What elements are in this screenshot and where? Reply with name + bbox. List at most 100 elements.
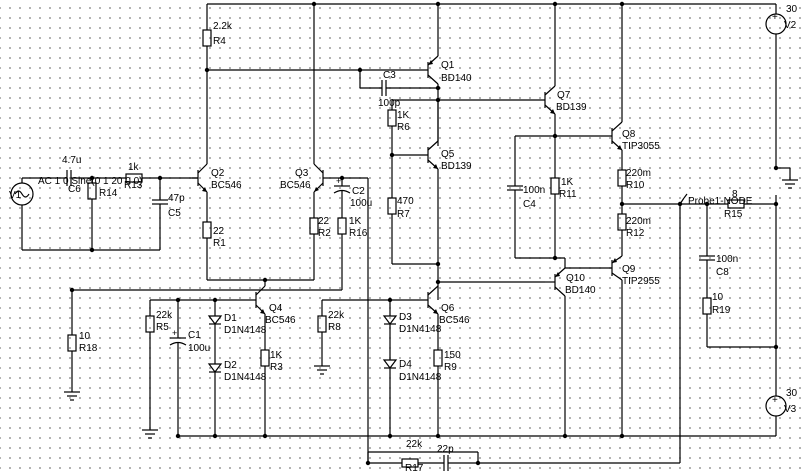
q3-value: BC546 <box>280 180 311 191</box>
diode-d3[interactable]: D3 D1N4148 <box>382 300 442 360</box>
r5-value: 22k <box>156 310 173 321</box>
q3-ref: Q3 <box>295 168 309 179</box>
resistor-r16[interactable]: 1K R16 <box>337 216 368 290</box>
svg-text:+: + <box>772 395 778 406</box>
capacitor-c3[interactable]: C3 100p <box>359 70 441 109</box>
d2-ref: D2 <box>224 360 237 371</box>
diode-d1[interactable]: D1 D1N4148 <box>207 300 267 364</box>
resistor-r13[interactable]: 1k R13 <box>92 162 198 191</box>
resistor-r6[interactable]: 1K R6 <box>387 99 438 155</box>
q2-ref: Q2 <box>211 168 225 179</box>
q10-value: BD140 <box>565 285 596 296</box>
q10-ref: Q10 <box>566 273 585 284</box>
r18-value: 10 <box>79 331 91 342</box>
capacitor-c2[interactable]: + C2 100u <box>333 176 372 218</box>
resistor-r7[interactable]: 470 R7 <box>387 155 438 265</box>
q8-ref: Q8 <box>622 129 636 140</box>
r10-ref: R10 <box>626 180 645 191</box>
r17-value: 22k <box>406 439 423 450</box>
diode-d2[interactable]: D2 D1N4148 <box>207 360 267 436</box>
q6-value: BC546 <box>439 315 470 326</box>
r7-ref: R7 <box>397 209 410 220</box>
q5-ref: Q5 <box>441 149 455 160</box>
q7-ref: Q7 <box>557 90 571 101</box>
q5-value: BD139 <box>441 161 472 172</box>
transistor-q1[interactable]: Q1 BD140 <box>360 1 472 146</box>
r18-ref: R18 <box>79 343 98 354</box>
resistor-r15[interactable]: 8 R15 <box>724 189 776 220</box>
r2-ref: R2 <box>318 228 331 239</box>
r19-ref: R19 <box>712 305 731 316</box>
r2-value: 22 <box>318 216 330 227</box>
v2-value: 30 <box>786 4 798 15</box>
transistor-q9[interactable]: Q9 TIP2955 <box>611 255 660 436</box>
transistor-q2[interactable]: Q2 BC546 <box>192 70 242 222</box>
r5-ref: R5 <box>156 322 169 333</box>
r12-ref: R12 <box>626 228 645 239</box>
c1-ref: C1 <box>188 330 201 341</box>
resistor-r18[interactable]: 10 R18 <box>64 290 98 401</box>
q1-value: BD140 <box>441 73 472 84</box>
resistor-r2[interactable]: 22 R2 <box>309 216 331 280</box>
c5-value: 47p <box>168 193 185 204</box>
capacitor-c7[interactable]: 22p <box>437 444 680 471</box>
c3-value: 100p <box>378 98 401 109</box>
transistor-q5[interactable]: Q5 BD139 <box>427 100 472 264</box>
resistor-r11[interactable]: 1K R11 <box>550 177 577 261</box>
negative-rail <box>178 416 777 437</box>
r6-value: 1K <box>397 110 410 121</box>
r10-value: 220m <box>626 168 651 179</box>
r6-ref: R6 <box>397 122 410 133</box>
transistor-q10[interactable]: Q10 BD140 <box>545 262 612 436</box>
r11-value: 1K <box>561 177 574 188</box>
c2-ref: C2 <box>352 186 365 197</box>
transistor-q8[interactable]: Q8 TIP3055 <box>611 1 660 170</box>
r1-ref: R1 <box>213 238 226 249</box>
r16-value: 1K <box>349 216 362 227</box>
resistor-r14[interactable]: R14 <box>87 175 118 253</box>
resistor-r12[interactable]: 220m R12 <box>617 213 651 256</box>
v3-value: 30 <box>786 388 798 399</box>
resistor-r1[interactable]: 22 R1 <box>202 221 226 280</box>
d3-ref: D3 <box>399 312 412 323</box>
source-v3[interactable]: + 30 V3 <box>765 195 798 417</box>
v3-ref: V3 <box>784 404 797 415</box>
transistor-q7[interactable]: Q7 BD139 <box>544 1 587 178</box>
resistor-r9[interactable]: 150 R9 <box>433 349 461 436</box>
resistor-r3[interactable]: 1K R3 <box>260 349 283 436</box>
c5-ref: C5 <box>168 208 181 219</box>
q2-value: BC546 <box>211 180 242 191</box>
capacitor-c6[interactable]: 4.7u C6 <box>60 155 92 195</box>
r14-ref: R14 <box>99 188 118 199</box>
q6-ref: Q6 <box>441 303 455 314</box>
transistor-q4[interactable]: Q4 BC546 <box>255 280 296 350</box>
r12-value: 220m <box>626 216 651 227</box>
capacitor-c8[interactable]: 100n C8 <box>699 204 738 298</box>
q8-value: TIP3055 <box>622 141 660 152</box>
resistor-r4[interactable]: 2.2k R4 <box>202 4 233 70</box>
capacitor-c5[interactable]: 47p C5 <box>152 175 185 250</box>
q9-value: TIP2955 <box>622 276 660 287</box>
diode-d4[interactable]: D4 D1N4148 <box>382 359 442 436</box>
capacitor-c4[interactable]: 100n C4 <box>507 136 565 259</box>
svg-text:+: + <box>772 12 778 23</box>
d1-ref: D1 <box>224 313 237 324</box>
resistor-r10[interactable]: 220m R10 <box>617 168 651 214</box>
transistor-q6[interactable]: Q6 BC546 <box>427 285 470 350</box>
probe-node[interactable]: Probe1-NODE <box>679 193 753 207</box>
positive-rail <box>207 3 777 14</box>
transistor-q3[interactable]: Q3 BC546 <box>280 1 330 218</box>
resistor-r8[interactable]: 22k R8 <box>314 300 345 375</box>
r15-ref: R15 <box>724 209 743 220</box>
resistor-r19[interactable]: 10 R19 <box>702 292 776 348</box>
d4-ref: D4 <box>399 359 412 370</box>
source-v2[interactable]: + 30 V2 <box>765 4 798 189</box>
c8-ref: C8 <box>716 267 729 278</box>
resistor-r17[interactable]: 22k R17 <box>401 439 444 474</box>
c2-value: 100u <box>350 198 372 209</box>
c6-value: 4.7u <box>62 155 81 166</box>
resistor-r5[interactable]: 22k R5 <box>142 300 173 439</box>
capacitor-c1[interactable]: + C1 100u <box>169 300 210 436</box>
